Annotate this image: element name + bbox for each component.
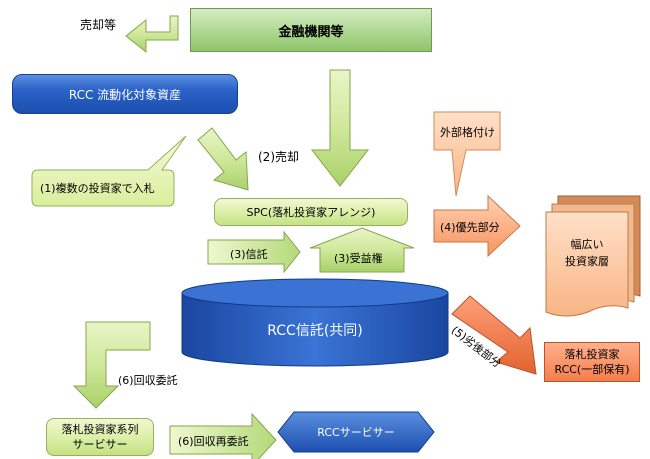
external-rating-callout-shape [433,111,501,197]
spc-box: SPC(落札投資家アレンジ) [214,198,408,226]
diagonal-arrow-sale [197,127,249,191]
collection-bent-arrow [72,321,151,409]
senior-label: (4)優先部分 [440,221,500,234]
broad-investors-stack [545,195,641,317]
rcc-trust-label: RCC信託(共同) [267,323,363,339]
subordinate-arrow [451,295,537,375]
affiliated-servicer-line2: サービサー [72,438,128,451]
sale2-label: (2)売却 [258,150,299,164]
collection-label: (6)回収委託 [118,374,178,387]
senior-arrow [433,194,521,258]
down-arrow-financial [310,69,370,187]
affiliated-servicer-line1: 落札投資家系列 [61,423,139,436]
rcc-assets-box: RCC 流動化対象資産 [12,74,238,114]
financial-institutions-box: 金融機関等 [190,8,432,52]
bid-callout-shape [31,135,187,207]
broad-investors-line1: 幅広い [570,238,604,251]
sale-label: 売却等 [80,18,117,32]
bid-callout-label: (1)複数の投資家で入札 [40,182,155,195]
broad-investors-line2: 投資家層 [565,255,609,268]
winning-investor-line2: RCC(一部保有) [554,363,630,376]
rcc-servicer-shape [277,411,435,453]
trust-label: (3)信託 [230,248,268,261]
external-rating-label: 外部格付け [440,126,495,139]
beneficiary-label: (3)受益権 [334,252,383,265]
rcc-servicer-label: RCCサービサー [317,426,395,439]
affiliated-servicer-box: 落札投資家系列 サービサー [46,418,154,456]
beneficiary-arrow [309,227,415,273]
broad-investors-text: 幅広い 投資家層 [550,236,624,270]
recollection-label: (6)回収再委託 [178,435,249,448]
winning-investor-rcc-box: 落札投資家 RCC(一部保有) [544,342,640,382]
trust-arrow [207,230,301,274]
sale-bent-arrow [125,15,179,54]
recollection-arrow [169,412,277,459]
winning-investor-line1: 落札投資家 [564,348,620,361]
rcc-trust-cylinder [181,278,449,367]
